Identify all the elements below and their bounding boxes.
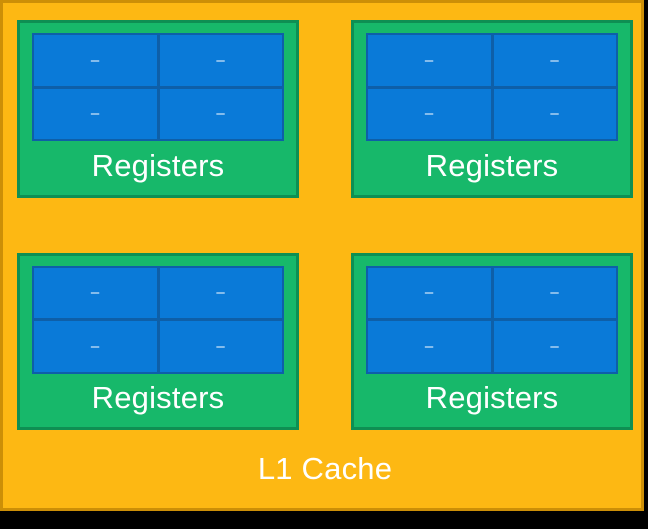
register-cell[interactable]: –	[493, 35, 616, 86]
core-block-2[interactable]: – – – – Registers	[17, 252, 299, 430]
l1-cache-label: L1 Cache	[257, 451, 393, 486]
register-cell[interactable]: –	[159, 88, 282, 139]
register-cell[interactable]: –	[34, 88, 157, 139]
core-label-2: Registers	[91, 380, 225, 416]
register-file-3: – – – –	[366, 265, 618, 374]
core-label-3: Registers	[425, 380, 559, 416]
register-cell[interactable]: –	[493, 267, 616, 318]
register-cell[interactable]: –	[159, 35, 282, 86]
register-cell[interactable]: –	[34, 267, 157, 318]
register-file-0: – – – –	[32, 33, 284, 141]
register-file-1: – – – –	[366, 33, 618, 141]
register-cell[interactable]: –	[368, 321, 491, 372]
core-block-1[interactable]: – – – – Registers	[351, 20, 633, 198]
register-cell[interactable]: –	[34, 35, 157, 86]
register-cell[interactable]: –	[368, 35, 491, 86]
core-label-0: Registers	[91, 147, 225, 183]
core-grid: – – – – Registers – – – – Registers – – …	[17, 20, 633, 430]
core-block-3[interactable]: – – – – Registers	[351, 252, 633, 430]
core-block-0[interactable]: – – – – Registers	[17, 20, 299, 198]
register-file-2: – – – –	[32, 265, 284, 374]
register-cell[interactable]: –	[368, 88, 491, 139]
register-cell[interactable]: –	[368, 267, 491, 318]
register-cell[interactable]: –	[159, 267, 282, 318]
l1-cache-container: – – – – Registers – – – – Registers – – …	[0, 0, 644, 511]
register-cell[interactable]: –	[34, 321, 157, 372]
register-cell[interactable]: –	[159, 321, 282, 372]
register-cell[interactable]: –	[493, 88, 616, 139]
register-cell[interactable]: –	[493, 321, 616, 372]
core-label-1: Registers	[425, 147, 559, 183]
